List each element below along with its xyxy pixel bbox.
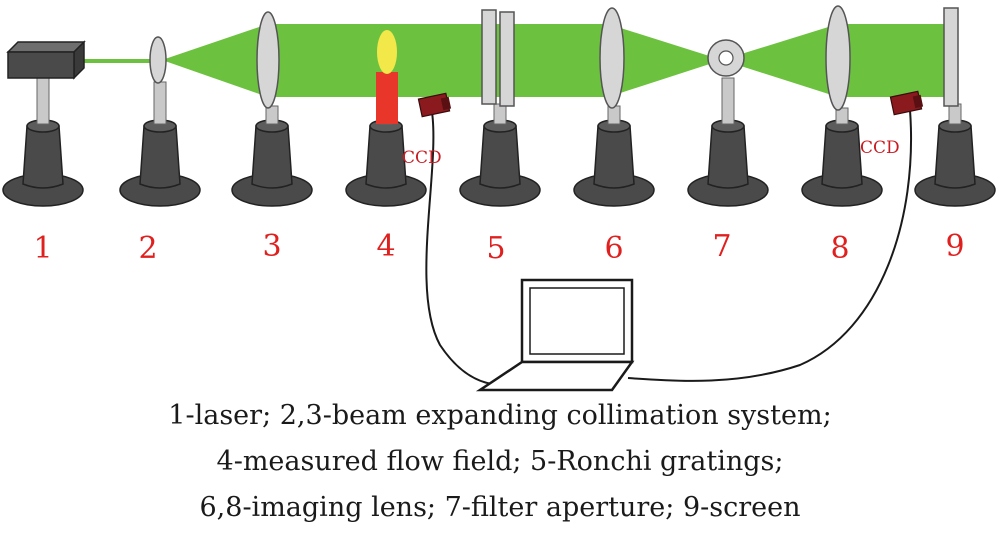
aperture-icon bbox=[707, 39, 745, 77]
laser-beam bbox=[82, 24, 950, 97]
optical-stand bbox=[687, 77, 769, 207]
laser-box-icon bbox=[6, 40, 86, 80]
grating-icon bbox=[481, 9, 515, 107]
ccd-cable-left bbox=[425, 111, 493, 385]
camera-icon bbox=[417, 92, 452, 118]
stand-post bbox=[607, 105, 621, 125]
stand-post bbox=[493, 103, 507, 125]
lens-icon bbox=[599, 7, 625, 109]
lens-icon bbox=[825, 5, 851, 111]
beam-collimated-1 bbox=[268, 24, 608, 97]
beam-thin-segment bbox=[82, 59, 162, 63]
stand-column bbox=[365, 125, 407, 189]
station-number: 6 bbox=[604, 231, 623, 266]
caption-line-1: 1-laser; 2,3-beam expanding collimation … bbox=[168, 400, 832, 431]
station-number: 1 bbox=[33, 231, 52, 266]
station-number: 3 bbox=[262, 229, 281, 264]
station-number: 5 bbox=[486, 231, 505, 266]
ccd-label: CCD bbox=[402, 148, 442, 168]
ccd-label: CCD bbox=[860, 138, 900, 158]
optical-stand bbox=[573, 105, 655, 207]
stand-column bbox=[139, 125, 181, 189]
stands bbox=[2, 77, 996, 207]
station-number: 9 bbox=[945, 229, 964, 264]
lens-icon bbox=[149, 36, 167, 84]
stand-column bbox=[707, 125, 749, 189]
caption-line-3: 6,8-imaging lens; 7-filter aperture; 9-s… bbox=[199, 492, 801, 523]
stand-post bbox=[948, 103, 962, 125]
stand-post bbox=[721, 77, 735, 125]
ccd-cable-right bbox=[627, 109, 912, 382]
flame-icon bbox=[376, 30, 398, 124]
optical-stand bbox=[801, 107, 883, 207]
stand-post bbox=[153, 81, 167, 125]
beam-expanding-cone bbox=[162, 24, 268, 97]
lens-icon bbox=[256, 11, 280, 109]
caption-line-2: 4-measured flow field; 5-Ronchi gratings… bbox=[216, 446, 784, 477]
beam-diverging-cone bbox=[722, 24, 838, 97]
screen-icon bbox=[943, 7, 959, 107]
stand-column bbox=[934, 125, 976, 189]
stand-column bbox=[22, 125, 64, 189]
beam-converging-cone bbox=[608, 24, 722, 97]
stand-column bbox=[251, 125, 293, 189]
camera-icon bbox=[889, 90, 924, 116]
stand-column bbox=[821, 125, 863, 189]
optical-stand bbox=[119, 81, 201, 207]
station-number: 7 bbox=[712, 229, 731, 264]
station-number: 8 bbox=[830, 231, 849, 266]
beam-collimated-2 bbox=[838, 24, 950, 97]
station-numbers: 1 2 3 4 5 6 7 8 9 bbox=[33, 229, 964, 266]
stand-column bbox=[479, 125, 521, 189]
optical-stand bbox=[2, 77, 84, 207]
station-number: 4 bbox=[376, 229, 395, 264]
optical-stand bbox=[459, 103, 541, 207]
station-number: 2 bbox=[138, 231, 157, 266]
stand-post bbox=[36, 77, 50, 125]
optical-stand bbox=[231, 105, 313, 207]
optical-stand bbox=[345, 117, 427, 207]
laptop-icon bbox=[475, 278, 635, 392]
optical-stand bbox=[914, 103, 996, 207]
stand-column bbox=[593, 125, 635, 189]
